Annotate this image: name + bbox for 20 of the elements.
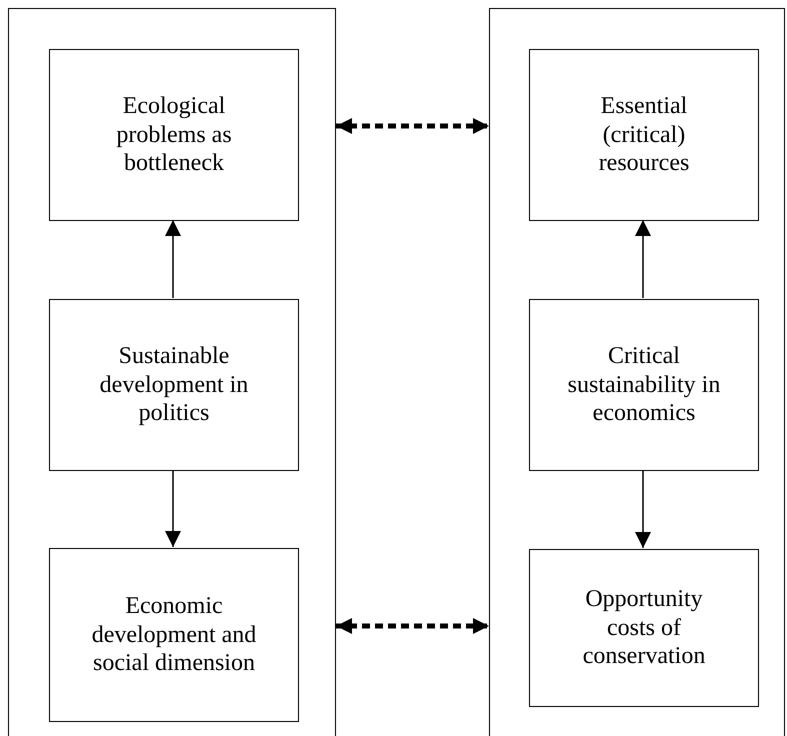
arrow [336, 118, 489, 134]
box-label: Sustainable development in politics [98, 342, 250, 428]
text-box [49, 299, 299, 471]
text-box [529, 49, 759, 221]
box-label: Opportunity costs of conservation [582, 584, 706, 672]
text-box [529, 299, 759, 471]
panel-frame [8, 8, 336, 736]
arrow [635, 220, 651, 298]
box-label: Essential (critical) resources [598, 92, 690, 178]
panel-frame [489, 8, 785, 736]
box-label: Economic development and social dimension [90, 592, 258, 678]
text-box [49, 548, 299, 722]
text-box [529, 549, 759, 707]
arrow [635, 470, 651, 548]
box-label: Critical sustainability in economics [566, 342, 722, 428]
arrow [336, 618, 489, 634]
box-label: Ecological problems as bottleneck [115, 92, 233, 178]
text-box [49, 49, 299, 221]
arrow [165, 470, 181, 547]
arrow [165, 220, 181, 298]
